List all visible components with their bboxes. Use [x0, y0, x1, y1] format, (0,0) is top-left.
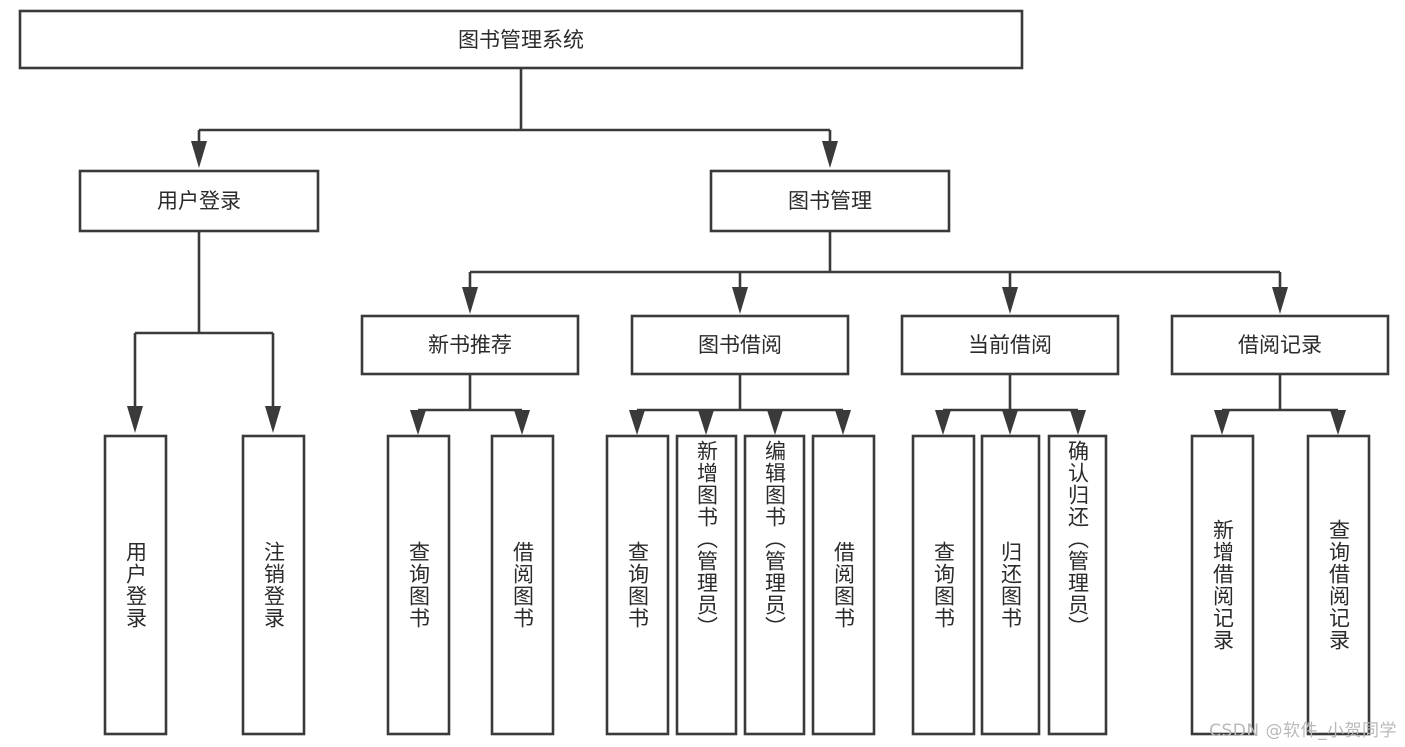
node-book-borrow[interactable]: 图书借阅 — [630, 314, 850, 376]
node-leaf-query-book-1-box[interactable] — [386, 434, 451, 736]
arrow-head-user-login — [191, 141, 207, 168]
connector-group-borrow-record — [1214, 374, 1346, 435]
node-book-borrow-label: 图书借阅 — [698, 333, 782, 357]
arrow-head-book-manage — [822, 141, 838, 168]
arrow-head-leaf-confirm-return — [1070, 410, 1086, 435]
arrow-head-new-book-rec — [462, 287, 478, 314]
node-leaf-query-book-2-box[interactable] — [605, 434, 670, 736]
arrow-head-borrow-record — [1272, 287, 1288, 314]
connector-group-user-login — [127, 231, 281, 433]
node-leaf-user-login-box[interactable] — [103, 434, 168, 736]
node-borrow-record-label: 借阅记录 — [1238, 333, 1322, 357]
connector-group-book-borrow — [629, 374, 851, 435]
arrow-head-leaf-user-login — [127, 406, 143, 433]
arrow-head-leaf-borrow-book-1 — [514, 410, 530, 435]
connector-group-book-manage — [462, 231, 1288, 314]
arrow-head-leaf-query-record — [1330, 410, 1346, 435]
node-book-borrow-box[interactable] — [630, 314, 850, 376]
node-leaf-borrow-book-1-box[interactable] — [490, 434, 555, 736]
node-current-borrow-box[interactable] — [900, 314, 1120, 376]
node-leaf-logout-login-box[interactable] — [241, 434, 306, 736]
node-leaf-add-book-box[interactable] — [675, 434, 738, 736]
connector-group-root — [191, 68, 838, 168]
arrow-head-leaf-edit-book — [767, 410, 783, 435]
node-current-borrow[interactable]: 当前借阅 — [900, 314, 1120, 376]
watermark: CSDN @软件_小贺同学 — [1209, 721, 1397, 741]
node-root[interactable]: 图书管理系统 — [18, 9, 1024, 70]
node-new-book-rec-box[interactable] — [360, 314, 580, 376]
node-leaf-query-book-3-box[interactable] — [911, 434, 976, 736]
node-user-login[interactable]: 用户登录 — [78, 169, 320, 233]
node-leaf-query-record-box[interactable] — [1306, 434, 1371, 736]
node-leaf-return-book-box[interactable] — [980, 434, 1041, 736]
node-user-login-label: 用户登录 — [157, 189, 241, 213]
node-leaf-edit-book-box[interactable] — [743, 434, 806, 736]
connector-group-new-book-rec — [410, 374, 530, 435]
node-borrow-record-box[interactable] — [1170, 314, 1390, 376]
arrow-head-leaf-query-book-1 — [410, 410, 426, 435]
node-book-manage-box[interactable] — [709, 169, 951, 233]
arrow-head-leaf-borrow-book-2 — [835, 410, 851, 435]
node-leaf-borrow-book-2-box[interactable] — [811, 434, 876, 736]
node-book-manage[interactable]: 图书管理 — [709, 169, 951, 233]
node-new-book-rec[interactable]: 新书推荐 — [360, 314, 580, 376]
arrow-head-leaf-add-record — [1214, 410, 1230, 435]
arrow-head-leaf-query-book-2 — [629, 410, 645, 435]
arrow-head-leaf-query-book-3 — [935, 410, 951, 435]
node-borrow-record[interactable]: 借阅记录 — [1170, 314, 1390, 376]
node-new-book-rec-label: 新书推荐 — [428, 333, 512, 357]
arrow-head-leaf-return-book — [1002, 410, 1018, 435]
arrow-head-leaf-logout-login — [265, 406, 281, 433]
arrow-head-book-borrow — [732, 287, 748, 314]
node-leaf-add-record-box[interactable] — [1190, 434, 1255, 736]
arrow-head-current-borrow — [1002, 287, 1018, 314]
connector-group-current-borrow — [935, 374, 1086, 435]
node-leaf-confirm-return-box[interactable] — [1047, 434, 1108, 736]
node-current-borrow-label: 当前借阅 — [968, 333, 1052, 357]
node-book-manage-label: 图书管理 — [788, 189, 872, 213]
node-root-box[interactable] — [18, 9, 1024, 70]
node-root-label: 图书管理系统 — [458, 28, 584, 52]
arrow-head-leaf-add-book — [698, 410, 714, 435]
node-user-login-box[interactable] — [78, 169, 320, 233]
